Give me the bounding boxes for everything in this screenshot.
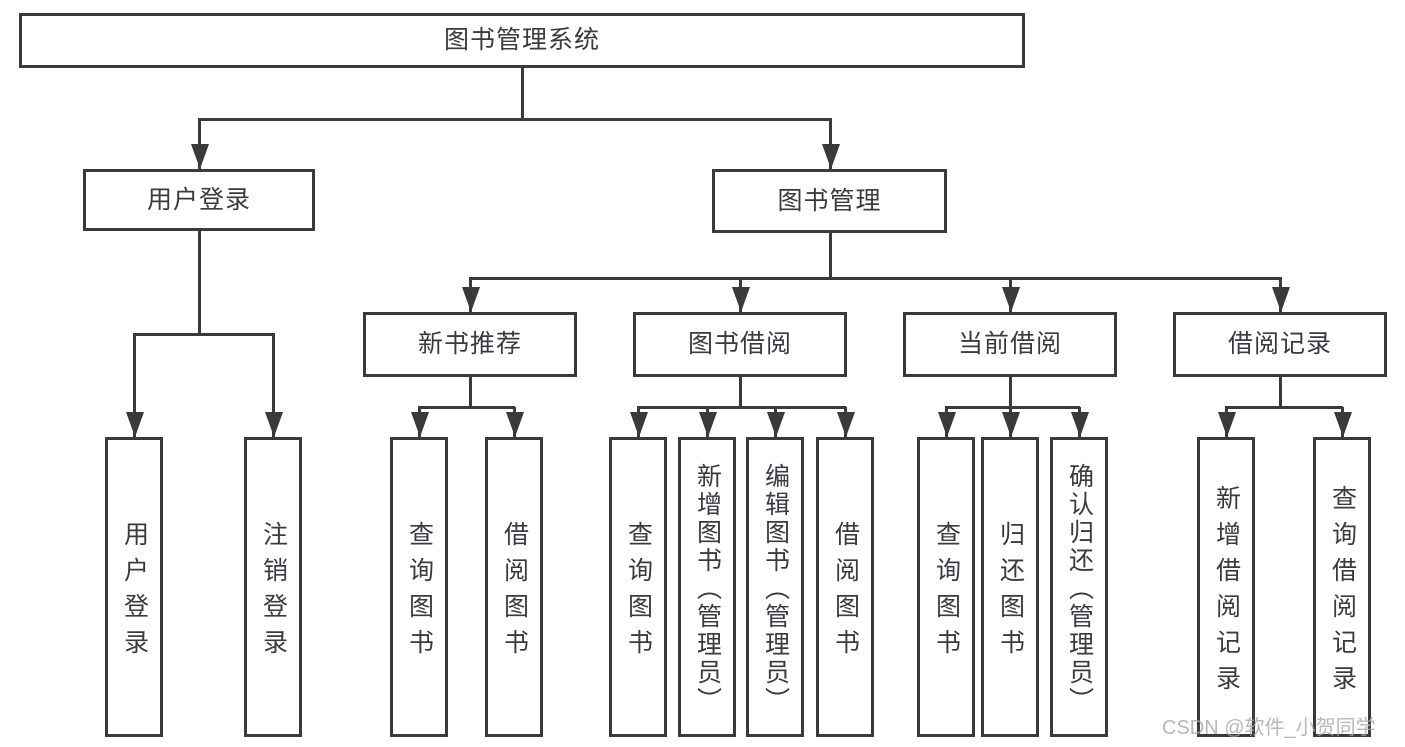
node-book-management-label: 图书管理 [777,186,882,215]
connector-new-book-split [418,406,515,409]
connector-book-borrow-split [637,406,846,409]
node-new-book-recommend-label: 新书推荐 [417,330,522,358]
arrow-to-bb-edit-books [774,407,777,437]
connector-user-login-stub [198,231,201,335]
arrow-to-leaf-logout [272,334,275,437]
arrow-to-nb-borrow-books [513,407,516,437]
arrow-to-br-add-record [1225,407,1228,437]
leaf-bb-query-books: 查询图书 [609,437,667,737]
node-book-borrow-label: 图书借阅 [687,330,792,358]
node-user-login-label: 用户登录 [146,185,251,214]
leaf-nb-borrow-books: 借阅图书 [485,437,543,737]
leaf-cb-query-books: 查询图书 [917,437,975,737]
node-new-book-recommend: 新书推荐 [363,312,577,377]
leaf-br-query-record: 查询借阅记录 [1313,437,1371,737]
leaf-nb-query-books: 查询图书 [390,437,448,737]
leaf-bb-query-books-label: 查询图书 [624,520,653,665]
leaf-logout-label: 注销登录 [259,520,288,665]
connector-new-book-stub [469,377,472,408]
node-book-borrow: 图书借阅 [633,312,847,377]
node-user-login: 用户登录 [83,169,315,231]
leaf-br-query-record-label: 查询借阅记录 [1328,484,1357,701]
leaf-user-login-label: 用户登录 [120,520,149,665]
connector-root-split [198,118,832,121]
watermark: CSDN @软件_小贺同学 [1162,717,1376,739]
connector-current-borrow-stub [1009,377,1012,408]
arrow-to-current-borrow [1009,278,1012,312]
node-book-management: 图书管理 [712,169,947,233]
arrow-to-bb-query-books [637,407,640,437]
node-current-borrow: 当前借阅 [903,312,1117,377]
leaf-bb-borrow-books: 借阅图书 [816,437,874,737]
arrow-to-bb-add-books [706,407,709,437]
leaf-br-add-record: 新增借阅记录 [1197,437,1255,737]
leaf-bb-add-books-admin-label: 新增图书（管理员） [693,462,722,715]
leaf-nb-query-books-label: 查询图书 [405,520,434,665]
node-root-label: 图书管理系统 [443,26,600,54]
arrow-to-nb-query-books [418,407,421,437]
leaf-br-add-record-label: 新增借阅记录 [1212,484,1241,701]
leaf-logout: 注销登录 [244,437,302,737]
connector-book-mgmt-stub [829,233,832,279]
leaf-bb-edit-books-admin-label: 编辑图书（管理员） [761,462,790,715]
connector-borrow-records-split [1225,406,1343,409]
arrow-to-new-book-recommend [469,278,472,312]
connector-book-mgmt-split [469,277,1282,280]
leaf-cb-confirm-return-admin: 确认归还（管理员） [1050,437,1108,737]
node-root: 图书管理系统 [19,13,1025,68]
leaf-cb-confirm-return-admin-label: 确认归还（管理员） [1065,462,1094,715]
connector-book-borrow-stub [739,377,742,408]
leaf-bb-edit-books-admin: 编辑图书（管理员） [746,437,804,737]
node-borrow-records: 借阅记录 [1173,312,1387,377]
leaf-bb-borrow-books-label: 借阅图书 [831,520,860,665]
connector-user-login-split [133,333,275,336]
leaf-bb-add-books-admin: 新增图书（管理员） [678,437,736,737]
arrow-to-leaf-user-login [133,334,136,437]
leaf-cb-return-books-label: 归还图书 [996,520,1025,665]
leaf-cb-query-books-label: 查询图书 [932,520,961,665]
arrow-to-borrow-records [1279,278,1282,312]
arrow-to-cb-return-books [1009,407,1012,437]
connector-current-borrow-split [945,406,1080,409]
arrow-to-book-management [829,119,832,169]
leaf-user-login: 用户登录 [105,437,163,737]
arrow-to-cb-confirm-return [1078,407,1081,437]
arrow-to-bb-borrow-books [844,407,847,437]
arrow-to-cb-query-books [945,407,948,437]
node-borrow-records-label: 借阅记录 [1227,330,1332,358]
node-current-borrow-label: 当前借阅 [957,330,1062,358]
arrow-to-br-query-record [1341,407,1344,437]
connector-root-stub [521,68,524,120]
connector-borrow-records-stub [1279,377,1282,408]
arrow-to-book-borrow [739,278,742,312]
arrow-to-user-login [198,119,201,169]
leaf-nb-borrow-books-label: 借阅图书 [500,520,529,665]
leaf-cb-return-books: 归还图书 [981,437,1039,737]
